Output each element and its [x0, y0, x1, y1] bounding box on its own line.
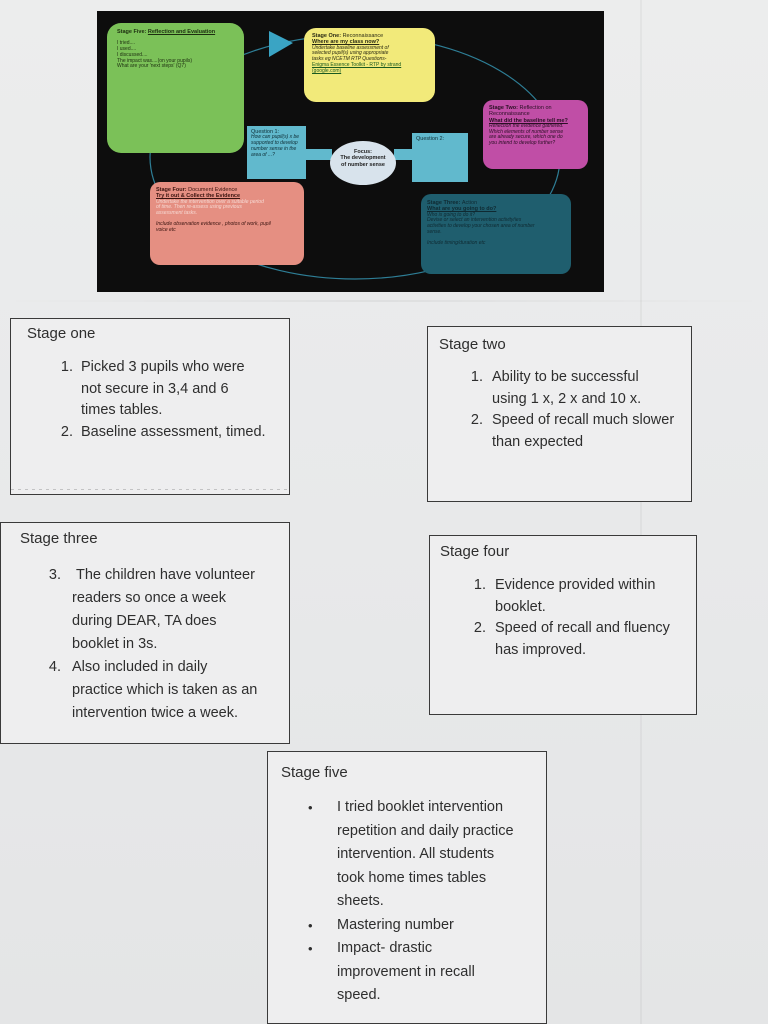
- stage-three-box: Stage three 3. The children have volunte…: [0, 522, 290, 744]
- stage-two-list: 1. Ability to be successful using 1 x, 2…: [470, 367, 687, 453]
- cycle-arrow-icon: [269, 31, 293, 57]
- graphic-question-two: Question 2:: [412, 133, 468, 182]
- graphic-stage-two: Stage Two: Reflection on Reconnaissance …: [483, 100, 588, 169]
- list-item: 2. Baseline assessment, timed.: [60, 423, 266, 440]
- graphic-stage-one: Stage One: Reconnaissance Where are my c…: [304, 28, 435, 102]
- graphic-question-one: Question 1: How can pupil(s) x be suppor…: [247, 126, 306, 179]
- bullet-icon: •: [308, 800, 313, 815]
- stage-two-box: Stage two 1. Ability to be successful us…: [427, 326, 692, 502]
- list-item: • Impact- drastic improvement in recall …: [308, 937, 542, 1008]
- list-item: 1. Picked 3 pupils who were not secure i…: [60, 359, 245, 418]
- graphic-stage-five: Stage Five: Reflection and Evaluation I …: [107, 23, 244, 153]
- list-item: 2. Speed of recall and fluency has impro…: [473, 620, 670, 658]
- bullet-icon: •: [308, 941, 313, 956]
- stage-five-title: Stage five: [281, 764, 348, 781]
- stage-three-list: 3. The children have volunteer readers s…: [48, 564, 284, 725]
- stage-one-title: Stage one: [27, 325, 96, 342]
- graphic-link[interactable]: Enigma Essence Toolkit - RTP by strand (…: [312, 61, 402, 74]
- list-item: 1. Evidence provided within booklet.: [473, 577, 656, 615]
- stage-four-title: Stage four: [440, 543, 510, 560]
- stage-three-title: Stage three: [20, 530, 98, 547]
- stage-one-list: 1. Picked 3 pupils who were not secure i…: [60, 357, 281, 443]
- graphic-focus: Focus: The development of number sense: [330, 141, 396, 185]
- paper-fold: [640, 0, 642, 1024]
- graphic-stage-three: Stage Three: Action What are you going t…: [421, 194, 571, 274]
- list-item: • Mastering number: [308, 914, 542, 938]
- list-item: 1. Ability to be successful using 1 x, 2…: [470, 369, 642, 407]
- paper-crease: [11, 489, 289, 490]
- paper-fold: [0, 300, 768, 302]
- graphic-stage-five-lines: I tried.... I used.... I discussed.... T…: [117, 40, 193, 70]
- graphic-stage-four: Stage Four: Document Evidence Try it out…: [150, 182, 304, 265]
- list-item: 4. Also included in daily practice which…: [48, 659, 258, 721]
- stage-five-list: • I tried booklet intervention repetitio…: [308, 796, 542, 1008]
- list-item: • I tried booklet intervention repetitio…: [308, 796, 542, 914]
- list-item: 3. The children have volunteer readers s…: [48, 567, 255, 652]
- stage-four-list: 1. Evidence provided within booklet. 2. …: [473, 575, 690, 661]
- stage-two-title: Stage two: [439, 336, 506, 353]
- list-item: 2. Speed of recall much slower than expe…: [470, 412, 675, 450]
- stage-five-box: Stage five • I tried booklet interventio…: [267, 751, 547, 1024]
- stage-four-box: Stage four 1. Evidence provided within b…: [429, 535, 697, 715]
- bullet-icon: •: [308, 917, 313, 933]
- stage-one-box: Stage one 1. Picked 3 pupils who were no…: [10, 318, 290, 495]
- cycle-diagram: Stage Five: Reflection and Evaluation I …: [97, 11, 604, 292]
